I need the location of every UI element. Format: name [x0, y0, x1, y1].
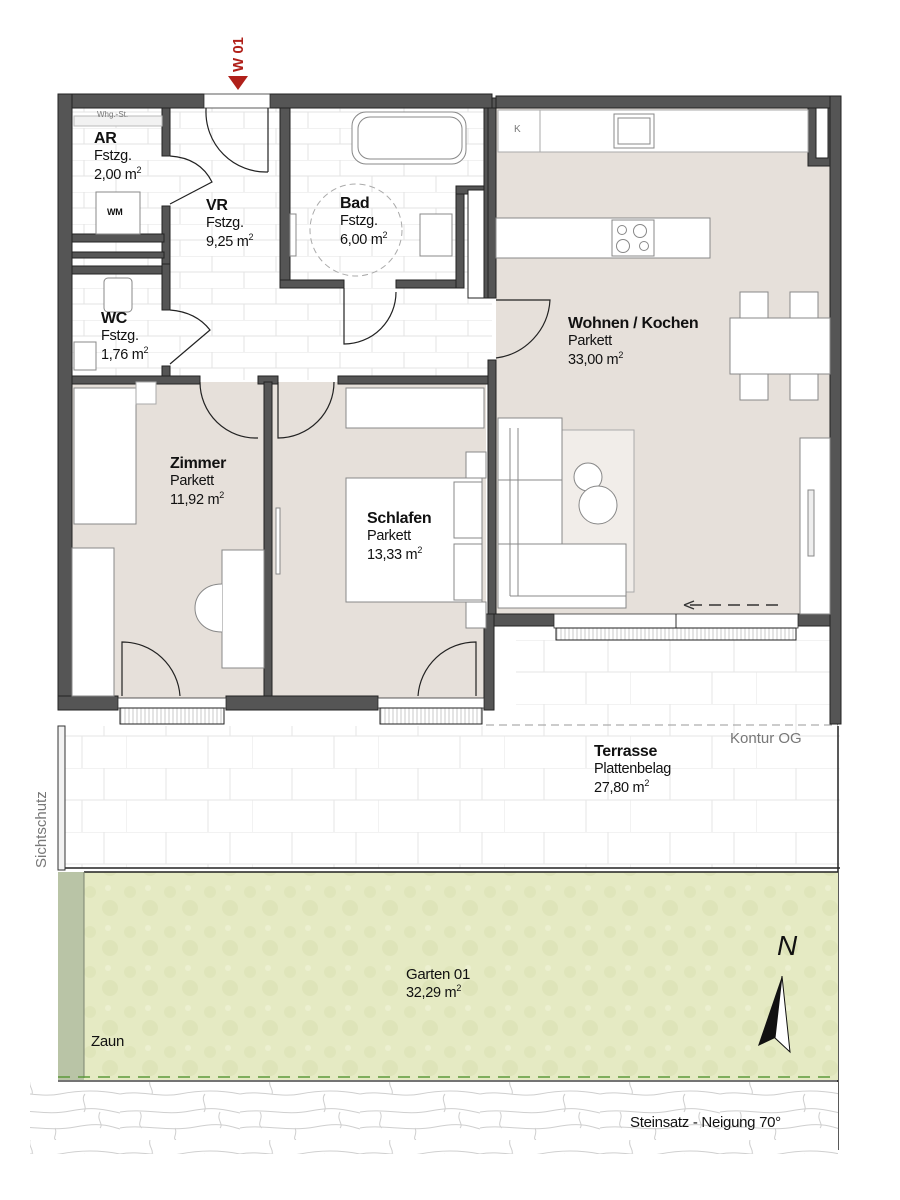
room-label-zimmer: Zimmer Parkett 11,92 m2 [170, 455, 226, 509]
room-label-schlafen: Schlafen Parkett 13,33 m2 [367, 510, 432, 564]
terrace-area [60, 640, 840, 1150]
walls [57, 93, 842, 725]
k-label: K [514, 124, 521, 135]
furniture [71, 109, 831, 697]
room-label-bad: Bad Fstzg. 6,00 m2 [340, 195, 388, 249]
steinsatz-label: Steinsatz - Neigung 70° [630, 1114, 781, 1131]
room-label-wc: WC Fstzg. 1,76 m2 [101, 310, 149, 364]
garden-area [58, 871, 838, 1082]
room-label-ar: AR Fstzg. 2,00 m2 [94, 130, 142, 184]
sichtschutz-label: Sichtschutz [33, 791, 50, 868]
north-arrow-icon [758, 975, 791, 1054]
room-label-terrasse: Terrasse Plattenbelag 27,80 m2 [594, 743, 672, 797]
privacy-screen [57, 725, 66, 871]
doors [121, 108, 551, 697]
kontur-og-label: Kontur OG [730, 730, 802, 747]
whg-st-label: Whg.-St. [97, 110, 129, 119]
entrance-arrow-icon [228, 76, 248, 90]
stone-embankment [30, 1082, 838, 1154]
zaun-label: Zaun [91, 1033, 124, 1050]
entrance-label: W 01 [230, 36, 247, 72]
room-label-vr: VR Fstzg. 9,25 m2 [206, 197, 254, 251]
entrance-marker [228, 76, 248, 90]
windows [117, 93, 799, 725]
arrow-left-icon [683, 600, 695, 610]
wm-label: WM [107, 207, 123, 217]
room-label-garten: Garten 01 32,29 m2 [406, 966, 471, 1002]
room-label-wohnen-kochen: Wohnen / Kochen Parkett 33,00 m2 [568, 315, 699, 369]
north-label: N [777, 930, 797, 961]
